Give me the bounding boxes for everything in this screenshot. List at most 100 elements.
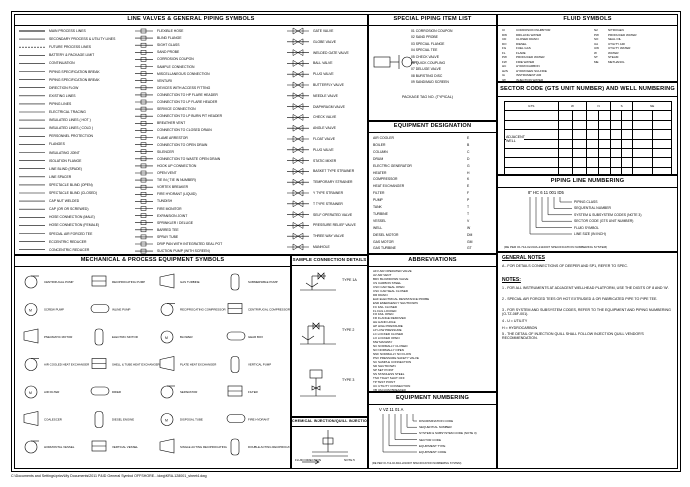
legend-item: SAMPLE CONNECTION <box>157 64 195 69</box>
legend-item: TEMPORARY STRAINER <box>313 180 353 185</box>
equipment-symbol: M <box>24 385 38 399</box>
abbreviation-item: SS STAINLESS STEEL <box>373 371 405 376</box>
abbreviation-item: CS CARBON STEEL <box>373 280 402 285</box>
designation-name: DRUM <box>373 156 384 161</box>
legend-item: BATTERY & PACKAGE LIMIT <box>49 53 95 58</box>
fitting-symbol <box>140 128 147 133</box>
equipment-label: DISPOSAL TUBE <box>180 418 203 422</box>
fitting-symbol <box>140 135 147 140</box>
fitting-symbol <box>140 64 147 69</box>
equipment-label: DIESEL ENGINE <box>112 418 134 422</box>
designation-code: F <box>467 191 470 196</box>
piping-numbering-label: SEQUENTIAL NUMBER <box>574 206 611 211</box>
fitting-symbol <box>140 57 147 62</box>
fluid-code: HC <box>502 64 507 68</box>
legend-item: T TYPE STRAINER <box>313 201 343 206</box>
designation-code: E <box>467 136 470 140</box>
fluid-code: FW <box>502 59 507 64</box>
legend-item: SPECTACLE BLIND (CLOSED) <box>49 191 97 195</box>
special-piping-item: 07 DELUGE VALVE <box>411 67 442 72</box>
special-piping-item: 08 BURSTING DISC <box>411 73 443 78</box>
abbreviation-item: FL FAIL LOCKED <box>373 308 397 313</box>
equipment-label: HORIZONTAL VESSEL <box>44 445 75 449</box>
abbreviation-item: VB VACUUM BREAKER <box>373 387 406 392</box>
legend-item: Y TYPE STRAINER <box>313 191 344 195</box>
equipment-symbol <box>23 328 39 344</box>
designation-code: V <box>467 218 470 223</box>
piping-numbering-panel: PIPING LINE NUMBERING 8" HC 6 11 001 ID5… <box>497 175 678 252</box>
abbreviation-item: AV AIR VENT <box>373 272 392 277</box>
sample-type-3: TYPE 3 <box>342 378 355 382</box>
abbreviation-item: ESD EMERGENCY SHUTDOWN <box>373 300 418 305</box>
equipment-symbol <box>230 356 240 373</box>
legend-item: BLIND FLANGE <box>157 36 182 41</box>
fluid-name: METHANOL <box>608 59 625 64</box>
abbreviation-item: AFV AIR OPERATED VALVE <box>373 269 412 273</box>
equipment-symbol <box>159 356 175 371</box>
equipment-label: DRIER <box>112 390 121 394</box>
fitting-symbol <box>140 199 147 204</box>
leader-line <box>406 414 417 428</box>
valve-symbol <box>292 167 304 175</box>
legend-item: SIGHT GLASS <box>157 43 180 48</box>
equipment-label: INLINE PUMP <box>112 308 131 312</box>
sector-column-header: GTS <box>504 100 559 112</box>
abbreviation-item: SC SAMPLE CONNECTION <box>373 359 412 364</box>
designation-name: TURBINE <box>373 211 388 216</box>
fluid-code: PW <box>502 55 507 59</box>
abbreviation-item: LP LOW PRESSURE <box>373 328 402 333</box>
abbreviation-item: LC LOCKED CLOSED <box>373 332 404 337</box>
equipment-symbol <box>90 386 110 396</box>
designation-code: D <box>467 156 470 161</box>
abbreviation-item: MW MANWAY <box>373 340 393 345</box>
sector-column-header: S <box>609 100 634 112</box>
equipment-label: SINGLE ACTING RECIPROCATING <box>180 445 228 449</box>
equipment-label: DOUBLE ACTING RECIPROCATING <box>248 445 291 449</box>
designation-name: ELECTRIC GENERATOR <box>373 163 412 168</box>
legend-item: GATE VALVE <box>313 29 334 33</box>
fluid-code: UW <box>594 46 599 50</box>
sample-connection-title: SAMPLE CONNECTION DETAILS <box>292 257 367 262</box>
valve-symbol <box>292 221 304 229</box>
fluid-code: H2S <box>502 68 508 73</box>
legend-item: ANGLE VALVE <box>313 126 336 131</box>
fitting-symbol <box>140 163 147 169</box>
legend-item: CONNECTION TO CLOSED DRAIN <box>157 128 212 133</box>
leader-line <box>412 414 417 422</box>
designation-code: W <box>467 225 471 230</box>
designation-code: GM <box>467 239 473 244</box>
legend-item: PIPING SPECIFICATION BREAK <box>49 69 100 74</box>
fluid-name: CORROSION INHIBITOR <box>516 28 551 32</box>
equipment-symbol <box>23 411 39 426</box>
sector-side-label: ADJACENT WELL <box>506 135 525 144</box>
valve-symbol <box>292 243 304 251</box>
equipment-symbol: M <box>160 330 174 344</box>
designation-code: K <box>467 177 470 182</box>
fluid-name: STEAM <box>608 55 619 59</box>
equipment-numbering-label: EQUIPMENT TYPE <box>419 443 446 448</box>
equipment-numbering-label: SECTOR CODE <box>419 437 441 442</box>
legend-item: BALL VALVE <box>313 61 333 66</box>
injection-fluid-direction: FLUID DIRECTION <box>295 458 322 462</box>
legend-item: ISOLATION FLANGE <box>49 158 82 163</box>
designation-name: TANK <box>373 205 382 209</box>
designation-name: FILTER <box>373 191 385 196</box>
fluid-name: UTILITY WATER <box>608 46 631 50</box>
fitting-symbol <box>140 71 147 76</box>
drawing-frame <box>11 11 681 472</box>
legend-item: SPECIAL AIR FORCED TEE <box>49 231 93 236</box>
legend-item: SERVICE CONNECTION <box>157 107 196 112</box>
legend-item: PIPING LINES <box>49 101 72 106</box>
equipment-symbol <box>24 275 39 289</box>
fluid-name: CLOSED DRAIN <box>516 37 539 41</box>
legend-item: CAP (OR OR SCREWED) <box>49 207 89 212</box>
legend-item: SELF OPERATED VALVE <box>313 212 353 217</box>
equipment-label: FIRE HYDRANT <box>248 418 270 422</box>
sample-type-1: TYPE 1A <box>342 278 357 282</box>
abbreviations-title: ABBREVIATIONS <box>408 257 457 263</box>
designation-name: COMPRESSOR <box>373 177 398 182</box>
designation-code: DM <box>467 232 473 237</box>
equipment-symbol <box>226 331 246 341</box>
legend-item: DIAPHRAGM VALVE <box>313 104 345 109</box>
sample-type-2: TYPE 2 <box>342 328 355 332</box>
